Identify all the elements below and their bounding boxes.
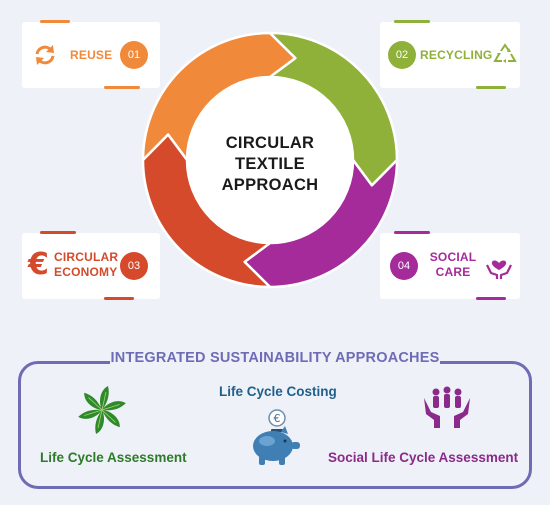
people-hands-icon xyxy=(424,386,470,428)
reuse-card: REUSE 01 xyxy=(22,20,160,89)
circular-economy-number: 03 xyxy=(120,252,148,280)
recycling-symbol-icon xyxy=(493,43,517,63)
center-title-line2: TEXTILE xyxy=(235,155,305,173)
recycling-label: RECYCLING xyxy=(420,48,493,62)
reuse-label: REUSE xyxy=(70,48,113,62)
recycling-number: 02 xyxy=(388,41,416,69)
ring-center-disc xyxy=(188,78,352,242)
circular-economy-card: € CIRCULAR ECONOMY 03 xyxy=(22,231,160,300)
lcc-label: Life Cycle Costing xyxy=(219,384,337,399)
circular-economy-label-line1: CIRCULAR xyxy=(54,250,119,264)
circular-economy-label-line2: ECONOMY xyxy=(54,265,118,279)
pinwheel-leaves-icon xyxy=(78,386,126,434)
recycle-arrows-icon xyxy=(35,45,55,65)
piggy-bank-icon: € xyxy=(253,409,300,465)
lca-label: Life Cycle Assessment xyxy=(40,450,187,465)
circular-ring-diagram xyxy=(141,31,399,289)
social-care-label-line2: CARE xyxy=(435,265,471,279)
center-title-line1: CIRCULAR xyxy=(225,134,315,152)
center-title-line3: APPROACH xyxy=(221,176,319,194)
social-care-card: 04 SOCIAL CARE xyxy=(380,231,520,300)
svg-text:€: € xyxy=(274,412,281,425)
euro-icon: € xyxy=(28,247,49,282)
social-care-number: 04 xyxy=(390,252,418,280)
reuse-number: 01 xyxy=(120,41,148,69)
integrated-approaches-title: INTEGRATED SUSTAINABILITY APPROACHES xyxy=(110,350,440,366)
social-care-label-line1: SOCIAL xyxy=(429,250,477,264)
ring-segment-red xyxy=(141,133,272,289)
slca-label: Social Life Cycle Assessment xyxy=(328,450,519,465)
hands-heart-icon xyxy=(486,260,512,279)
recycling-card: 02 RECYCLING xyxy=(380,20,520,89)
